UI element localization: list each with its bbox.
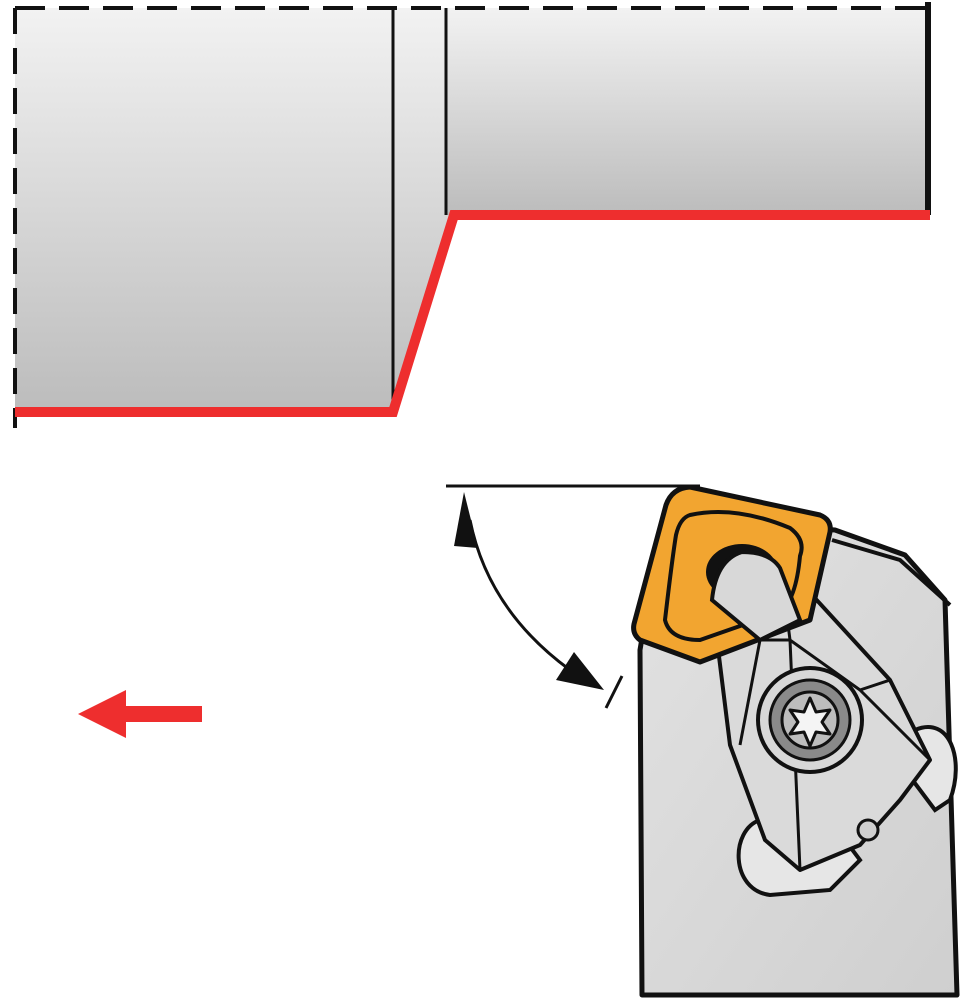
workpiece-small-section [446,8,928,215]
workpiece-large-section [15,8,393,412]
angle-end-tick [604,675,624,709]
holder-small-hole [856,818,880,842]
double-arrow-arc-icon [446,484,700,709]
arrow-left-icon [78,690,202,738]
cutting-path [15,210,930,417]
angle-arc [468,519,571,672]
holder-shoulder [831,538,952,607]
workpiece-transition [393,8,454,412]
torx-screw-icon [756,666,864,774]
clamp-nose [709,549,803,643]
tool-holder [631,484,960,998]
workpiece [13,2,931,428]
